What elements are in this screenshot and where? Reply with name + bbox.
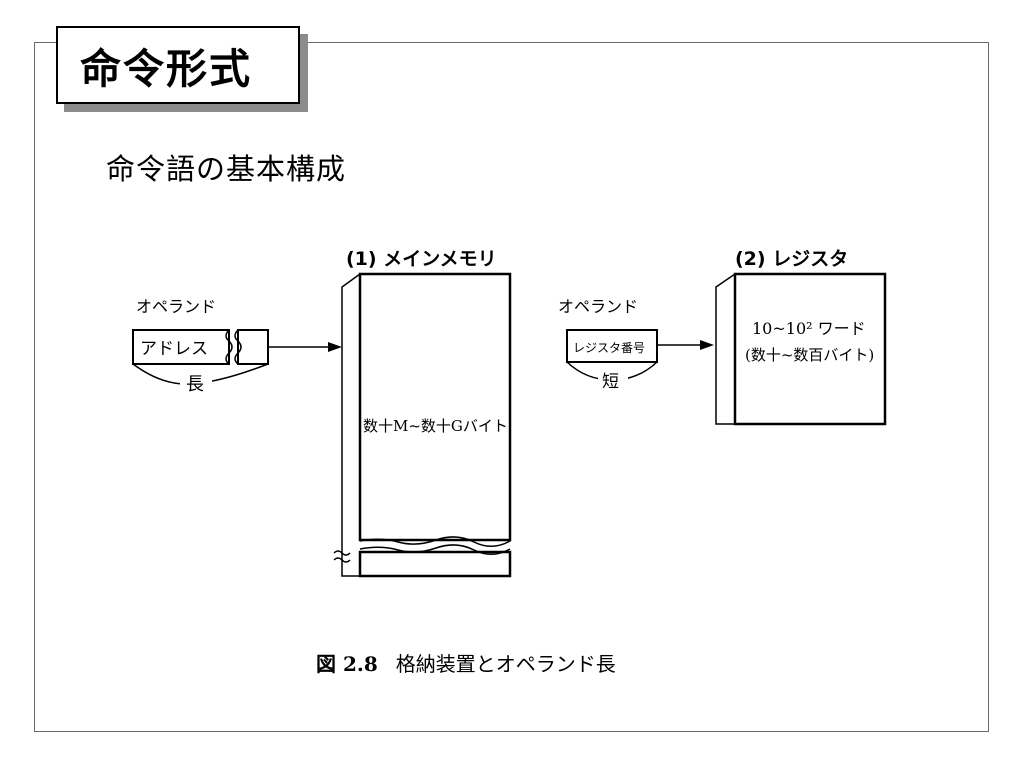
slide-subtitle: 命令語の基本構成 [106, 152, 347, 186]
register-operand-label: オペランド [558, 297, 638, 316]
slide-title: 命令形式 [80, 45, 252, 93]
register-block [715, 272, 887, 426]
figure-caption: 図 2.8 格納装置とオペランド長 [316, 648, 616, 677]
register-byte-count-label: (数十~数百バイト) [745, 346, 874, 364]
main-operand-label: オペランド [136, 297, 216, 316]
address-label: アドレス [140, 339, 208, 359]
title-box: 命令形式 [56, 26, 300, 104]
main-memory-arrow [268, 342, 342, 352]
long-length-label: 長 [186, 374, 204, 395]
figure-number: 図 2.8 [316, 652, 378, 676]
register-number-label: レジスタ番号 [573, 341, 645, 355]
register-arrow [657, 340, 714, 350]
main-memory-heading: (1) メインメモリ [346, 248, 497, 270]
slide-frame [34, 42, 989, 732]
short-length-label: 短 [602, 372, 619, 392]
register-word-count-label: 10~10² ワード [752, 319, 866, 338]
main-memory-block [333, 272, 512, 578]
figure-caption-text: 格納装置とオペランド長 [395, 652, 616, 676]
main-memory-capacity-label: 数十M~数十Gバイト [363, 417, 508, 435]
register-heading: (2) レジスタ [735, 248, 848, 270]
